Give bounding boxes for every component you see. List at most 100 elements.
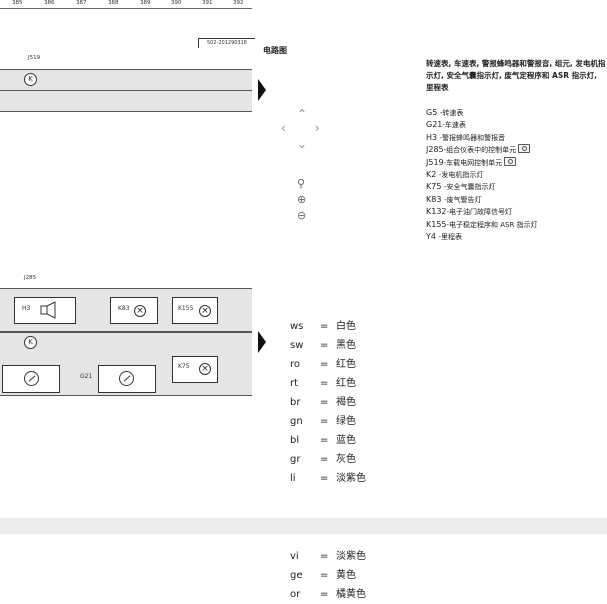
lamp-icon: × [199,305,211,317]
airbag-lamp-box [172,356,218,383]
legend-desc: -废气警告灯 [443,195,482,204]
wire-code: sw [290,340,304,351]
wire-color-row: br=褐色 [290,393,366,412]
legend-desc: -组合仪表中的控制单元 [443,146,517,155]
column-number: 386 [44,0,55,6]
legend-item: K155-电子稳定程序和 ASR 指示灯 [426,219,538,231]
wire-color-name: 灰色 [336,454,356,465]
legend-code: G21 [426,120,443,130]
legend-heading: 转速表, 车速表, 警报蜂鸣器和警报音, 组元, 发电机指示灯, 安全气囊指示灯… [426,59,606,92]
wire-code: vi [290,551,299,562]
legend-code: G5 [426,108,438,117]
legend-item: J519-车载电网控制单元 [426,156,538,169]
equals-sign: = [320,378,329,389]
wire-color-name: 红色 [336,359,356,370]
zoom-fit-icon[interactable]: ⚲ [297,177,306,190]
legend-item: H3 -警报蜂鸣器和警报音 [426,132,538,144]
legend-code: H3 [426,132,438,142]
legend-desc: -发电机指示灯 [438,171,484,180]
wire-color-name: 淡紫色 [336,473,366,484]
equals-sign: = [320,473,329,484]
bus-line [0,331,252,332]
legend-desc: -里程表 [438,233,463,242]
next-page-arrow-top[interactable] [258,79,266,101]
wire-color-name: 蓝色 [336,435,356,446]
right-chevron-icon[interactable]: › [315,121,320,135]
legend-desc: -警报蜂鸣器和警报音 [439,133,506,142]
equals-sign: = [320,454,329,465]
equals-sign: = [320,551,329,562]
down-chevron-icon[interactable]: ⌄ [297,137,308,151]
legend-item: K75 -安全气囊指示灯 [426,181,538,193]
wire-code: gr [290,454,301,465]
cluster-bus-middle [0,332,252,354]
wire-code: bl [290,435,300,446]
wire-color-name: 黑色 [336,340,356,351]
component-label: K75 [178,363,190,370]
cluster-unit-label: J285 [24,275,37,281]
legend-desc: -电子稳定程序和 ASR 指示灯 [446,220,538,229]
legend-list: G5 -转速表 G21-车速表 H3 -警报蜂鸣器和警报音 J285-组合仪表中… [426,107,538,243]
equals-sign: = [320,416,329,427]
camera-icon[interactable] [518,144,531,154]
wire-code: gn [290,416,303,427]
legend-desc: -车载电网控制单元 [443,158,503,167]
wire-color-row: ws=白色 [290,317,366,336]
legend-code: K132 [426,207,447,217]
camera-icon[interactable] [504,156,517,166]
wire-color-row: or=橘黄色 [290,585,366,604]
wire-color-row: sw = 黑色 [290,336,366,355]
wire-code: or [290,589,301,600]
wire-color-name: 褐色 [336,397,356,408]
legend-code: K2 [426,170,437,180]
left-chevron-icon[interactable]: ‹ [281,121,286,135]
column-number: 385 [12,0,23,6]
next-page-arrow-bottom[interactable] [258,331,266,353]
legend-code: K75 [426,182,442,192]
component-label: H3 [22,305,31,312]
wire-color-row: li = 淡紫色 [290,469,366,488]
zoom-out-icon[interactable]: ⊖ [297,209,307,222]
wire-color-row: ge = 黄色 [290,566,366,585]
wire-color-name: 黄色 [336,570,356,581]
control-unit-bus-top [0,69,252,91]
gauge-icon [24,371,39,386]
legend-desc: -安全气囊指示灯 [443,183,496,192]
legend-code: Y4 [426,232,436,242]
legend-item: K83 -废气警告灯 [426,194,538,206]
up-chevron-icon[interactable]: ⌃ [297,107,308,121]
wire-code: br [290,397,301,408]
wire-color-name: 淡紫色 [336,551,366,562]
legend-item: G5 -转速表 [426,107,538,119]
component-label: K155 [178,305,194,312]
equals-sign: = [320,435,329,446]
zoom-in-icon[interactable]: ⊕ [297,193,307,206]
equals-sign: = [320,570,329,581]
top-unit-label: J519 [28,55,41,61]
equals-sign: = [320,589,329,600]
wire-code: rt [290,378,299,389]
equals-sign: = [320,340,329,351]
legend-item: K132-电子油门故障信号灯 [426,206,538,218]
wire-color-row: ro = 红色 [290,355,366,374]
wire-code: ge [290,570,303,581]
legend-desc: -转速表 [439,109,464,117]
ground-k-symbol: K [24,73,37,86]
wire-code: li [290,473,296,484]
legend-item: G21-车速表 [426,119,538,131]
control-unit-bus-lower [0,90,252,112]
component-label: K83 [118,305,130,312]
speaker-icon [40,301,56,319]
lamp-icon: × [134,305,146,317]
wire-code: ro [290,359,301,370]
column-number: 392 [233,0,244,6]
reference-code: 502-201290318 [198,38,255,48]
legend-desc: -电子油门故障信号灯 [446,208,513,217]
legend-desc: -车速表 [442,121,466,130]
column-number: 391 [202,0,213,6]
wire-color-legend: ws=白色 sw=黑色 ro=红色 rt=红色 br=褐色 gn=绿色 bl=蓝… [290,317,366,488]
wire-color-row: bl = 蓝色 [290,431,366,450]
wire-color-name: 红色 [336,378,356,389]
navigation-pad: ⌃ ‹ › ⌄ [281,108,331,158]
equals-sign: = [320,359,329,370]
